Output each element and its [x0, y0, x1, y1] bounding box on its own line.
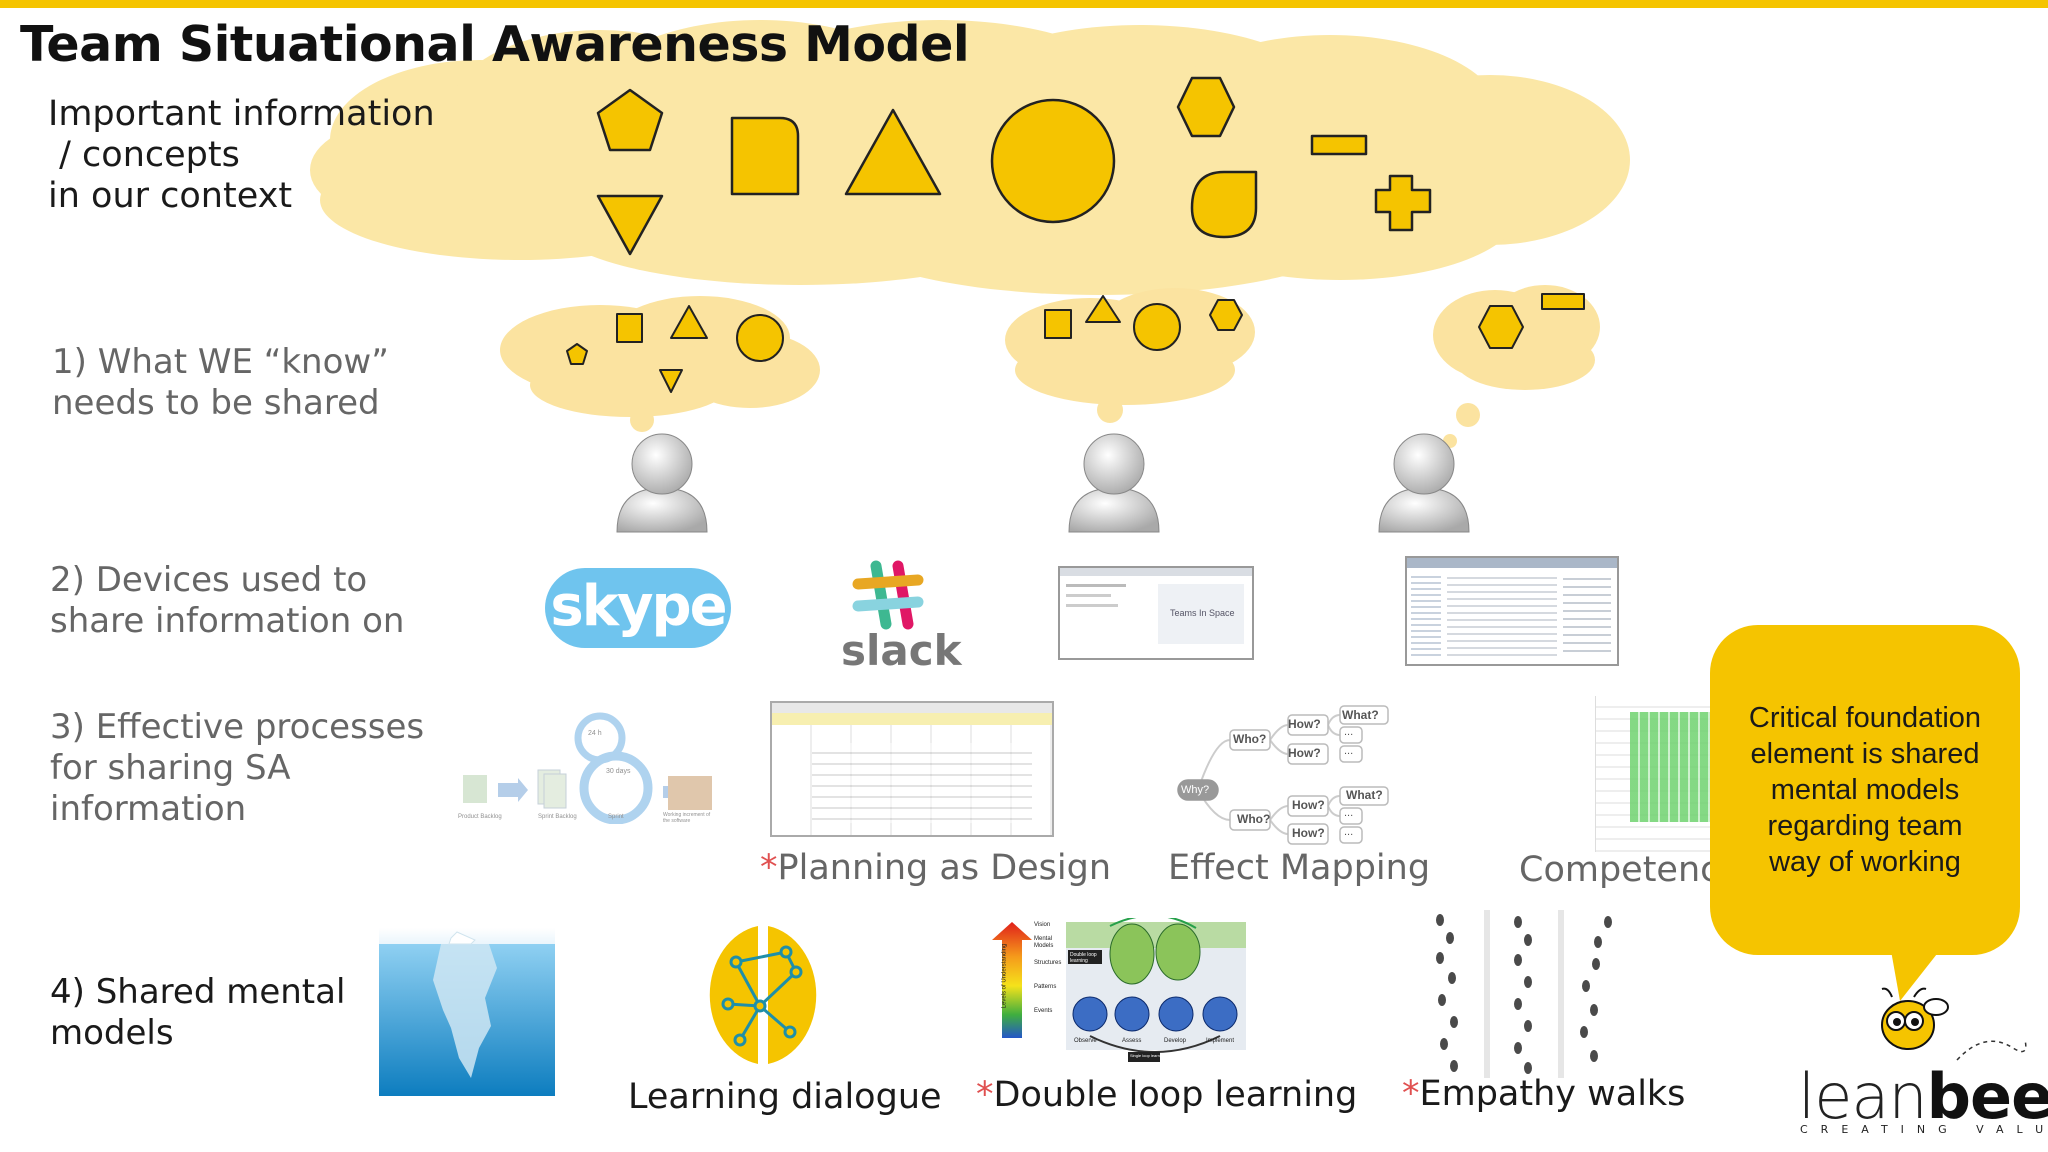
context-label: Important information / concepts in our … [48, 94, 435, 216]
thought-bubble-2 [1005, 288, 1255, 423]
leanbee-wordmark: leanbee [1798, 1060, 2048, 1133]
mindmap-how-node: How? [1288, 746, 1321, 760]
learning-brain-icon [709, 926, 817, 1064]
person-avatar-icon [1068, 433, 1160, 533]
callout-text: Critical foundation element is shared me… [1748, 702, 1982, 878]
mindmap-dots-node: ... [1344, 726, 1354, 738]
callout-pointer [1890, 945, 1944, 1001]
mindmap-who-node: Who? [1233, 732, 1267, 746]
double-loop-caption: *Double loop learning [976, 1075, 1358, 1115]
teams-screenshot-thumbnail: Teams In Space [1058, 566, 1254, 660]
page-title: Team Situational Awareness Model [20, 16, 970, 73]
row-4-label: 4) Shared mental models [50, 972, 346, 1053]
mindmap-how-node: How? [1292, 798, 1325, 812]
mindmap-how-node: How? [1292, 826, 1325, 840]
empathy-walks-caption: *Empathy walks [1402, 1074, 1686, 1114]
effect-mapping-caption: Effect Mapping [1168, 848, 1431, 888]
mindmap-who-node: Who? [1237, 812, 1271, 826]
planning-as-design-caption: *Planning as Design [760, 848, 1112, 888]
mindmap-why-node: Why? [1181, 784, 1210, 796]
slack-wordmark: slack [841, 626, 962, 675]
planning-board-thumbnail [770, 701, 1054, 837]
effect-mapping-diagram [1177, 705, 1389, 845]
iceberg-image [379, 928, 555, 1096]
slack-hash-icon [852, 560, 924, 630]
callout-speech-bubble [1710, 625, 2020, 955]
row-2-label: 2) Devices used to share information on [50, 560, 405, 641]
row-1-label: 1) What WE “know” needs to be shared [52, 342, 389, 423]
footprints-icon [1436, 910, 1612, 1078]
person-avatar-icon [1378, 433, 1470, 533]
mindmap-how-node: How? [1288, 717, 1321, 731]
mindmap-what-node: What? [1346, 788, 1383, 802]
competence-caption: Competence [1519, 850, 1741, 890]
competence-matrix-thumbnail [1595, 696, 1711, 852]
leanbee-tagline: CREATING VALUE [1800, 1123, 2048, 1136]
bee-logo-icon [1881, 987, 1949, 1050]
mindmap-dots-node: ... [1344, 807, 1354, 819]
skype-logo-icon: skype [545, 568, 731, 648]
person-avatar-icon [616, 433, 708, 533]
double-loop-diagram: Vision Mental Models Structures Patterns… [990, 918, 1246, 1062]
thought-bubble-1 [500, 296, 820, 432]
top-accent-bar [0, 0, 2048, 8]
chat-app-screenshot-thumbnail [1405, 556, 1619, 666]
row-3-label: 3) Effective processes for sharing SA in… [50, 707, 425, 829]
mindmap-what-node: What? [1342, 708, 1379, 722]
mindmap-dots-node: ... [1344, 745, 1354, 757]
learning-dialogue-caption: Learning dialogue [628, 1077, 942, 1117]
scrum-process-diagram: 24 h 30 days Product Backlog Sprint Back… [458, 708, 720, 824]
mindmap-dots-node: ... [1344, 826, 1354, 838]
